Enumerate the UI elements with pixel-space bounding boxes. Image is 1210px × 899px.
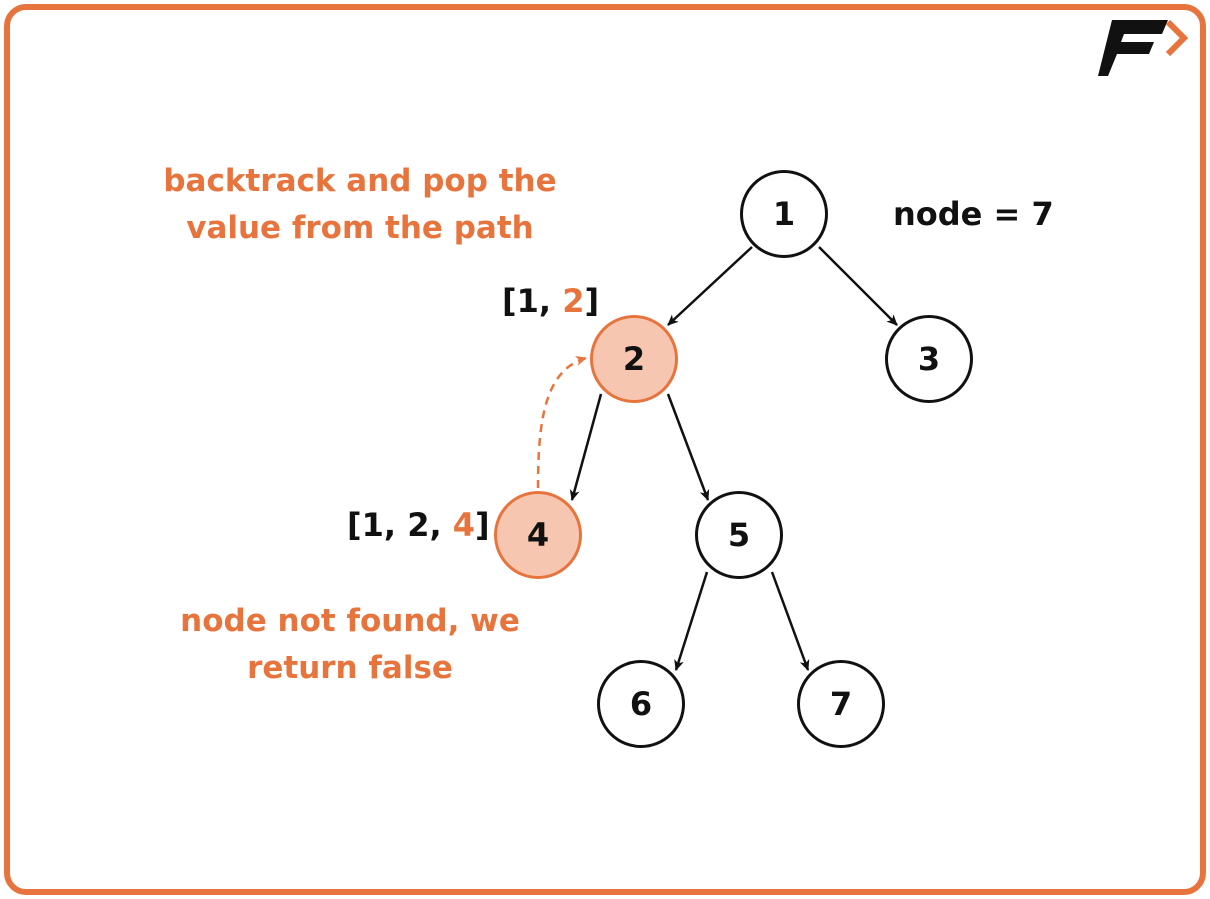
target-node-label: node = 7 — [893, 195, 1054, 233]
tree-node-5: 5 — [695, 491, 783, 579]
backtrack-caption-line1: backtrack and pop the — [163, 163, 557, 199]
logo-letter-f — [1098, 20, 1168, 76]
path-suffix: ] — [584, 282, 600, 320]
edge-2-4 — [569, 393, 603, 501]
path-prefix: [1, — [502, 282, 563, 320]
backtrack-caption: backtrack and pop the value from the pat… — [140, 158, 580, 252]
edge-1-2 — [667, 246, 753, 326]
diagram-frame — [4, 4, 1206, 895]
path-label-node-2: [1, 2] — [502, 282, 599, 320]
edge-5-6 — [674, 571, 709, 671]
backtrack-caption-line2: value from the path — [186, 210, 534, 246]
path-suffix: ] — [475, 506, 490, 544]
tree-node-4: 4 — [494, 491, 582, 579]
not-found-caption-line1: node not found, we — [180, 603, 520, 639]
path-highlight: 4 — [452, 506, 476, 544]
tree-node-3: 3 — [885, 315, 973, 403]
not-found-caption: node not found, we return false — [150, 598, 550, 692]
backtrack-edge-4-2 — [536, 356, 587, 489]
edge-1-3 — [818, 246, 898, 326]
not-found-caption-line2: return false — [247, 650, 453, 686]
tree-node-6: 6 — [597, 660, 685, 748]
edge-2-5 — [666, 393, 710, 501]
edge-5-7 — [770, 571, 810, 671]
tree-node-2: 2 — [590, 315, 678, 403]
path-label-node-4: [1, 2, 4] — [347, 506, 490, 544]
brand-logo — [1098, 19, 1189, 76]
tree-node-1: 1 — [740, 170, 828, 258]
logo-arrow-icon — [1165, 19, 1189, 57]
path-highlight: 2 — [562, 282, 585, 320]
tree-node-7: 7 — [797, 660, 885, 748]
path-prefix: [1, 2, — [347, 506, 453, 544]
